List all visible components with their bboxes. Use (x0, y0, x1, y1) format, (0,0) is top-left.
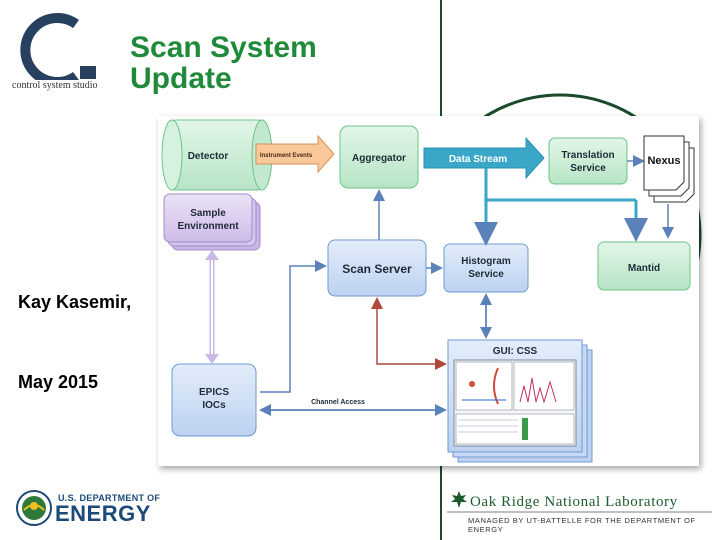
page-title: Scan System Update (130, 32, 390, 94)
detector-label: Detector (188, 151, 229, 162)
css-screenshot-thumbnail (453, 359, 577, 447)
aggregator-label: Aggregator (352, 153, 406, 164)
author: Kay Kasemir, (18, 292, 132, 312)
doe-seal-logo (16, 490, 52, 526)
ornl-name: Oak Ridge National Laboratory (470, 494, 678, 510)
css-logo-text: control system studio (12, 80, 98, 91)
architecture-diagram: Detector Instrument Events Aggregator Da… (158, 116, 699, 466)
data-stream-label: Data Stream (449, 154, 507, 165)
mantid-label: Mantid (628, 263, 660, 274)
doe-top-text: U.S. DEPARTMENT OF (58, 493, 161, 503)
scan-gui-red-arrow (371, 297, 447, 370)
scan-server-label: Scan Server (342, 262, 412, 276)
epics-to-scan-arrow (260, 260, 327, 393)
doe-energy-text: ENERGY (55, 501, 151, 526)
instrument-events-label: Instrument Events (260, 153, 313, 159)
sample-label-1: Sample (190, 208, 226, 219)
epics-label-2: IOCs (202, 400, 226, 411)
gui-label: GUI: CSS (493, 346, 538, 357)
ornl-subtitle: MANAGED BY UT-BATTELLE FOR THE DEPARTMEN… (468, 516, 696, 534)
sample-environment-node: Sample Environment (163, 193, 261, 251)
translation-label-2: Service (570, 163, 606, 174)
instrument-events-arrow: Instrument Events (255, 134, 335, 174)
scan-server-node: Scan Server (327, 239, 427, 297)
mantid-node: Mantid (597, 241, 691, 291)
translation-label-1: Translation (561, 150, 614, 161)
gui-css-node: GUI: CSS (447, 339, 593, 463)
control-system-studio-logo (20, 13, 96, 80)
ornl-leaf-icon (451, 491, 467, 508)
channel-access-arrow: Channel Access (259, 399, 447, 416)
diagram-canvas: Detector Instrument Events Aggregator Da… (161, 119, 695, 463)
date: May 2015 (18, 372, 99, 392)
data-stream-arrow: Data Stream (423, 136, 545, 180)
epics-label-1: EPICS (199, 387, 229, 398)
histogram-label-2: Service (468, 269, 504, 280)
detector-node: Detector (161, 119, 273, 191)
title-line-2: Update (130, 62, 232, 95)
channel-access-label: Channel Access (311, 399, 365, 406)
histogram-label-1: Histogram (461, 256, 511, 267)
nexus-node: Nexus (643, 135, 695, 203)
aggregator-node: Aggregator (339, 125, 419, 189)
epics-iocs-node: EPICS IOCs (171, 363, 257, 437)
sample-label-2: Environment (177, 221, 239, 232)
nexus-label: Nexus (647, 155, 680, 167)
histogram-service-node: Histogram Service (443, 243, 529, 293)
sample-epics-arrow (205, 250, 219, 364)
translation-service-node: Translation Service (548, 137, 628, 185)
data-stream-branches (474, 168, 674, 246)
title-line-1: Scan System (130, 31, 317, 64)
